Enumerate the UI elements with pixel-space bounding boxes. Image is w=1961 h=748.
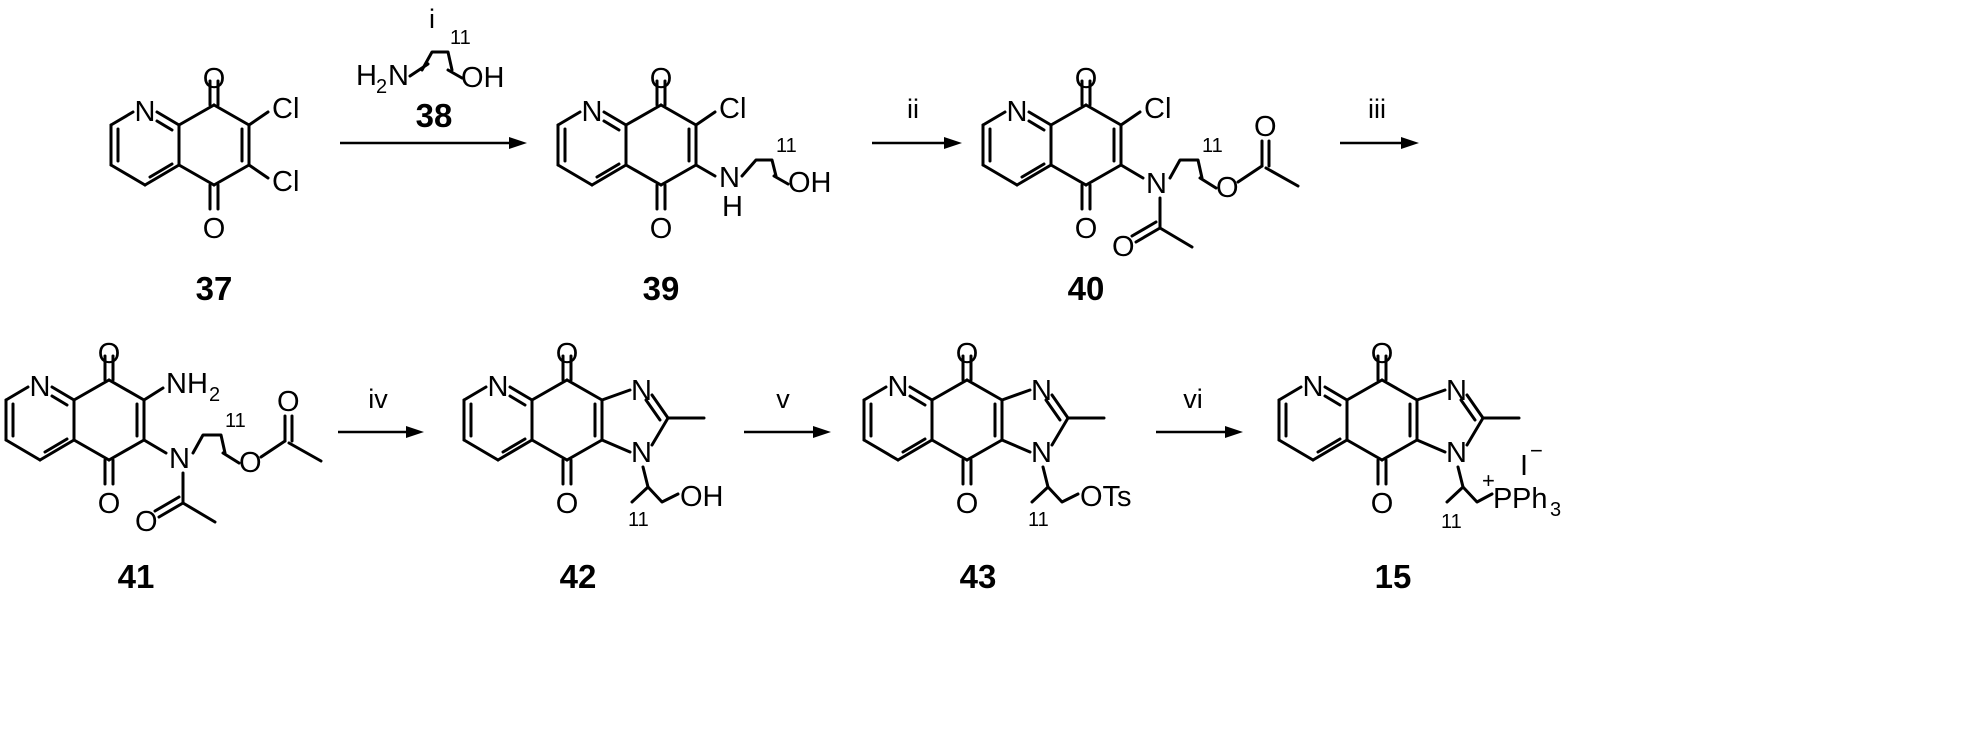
compound-label: 43 — [960, 558, 997, 595]
atom-n: N — [488, 371, 509, 403]
atom-n: N — [582, 96, 603, 128]
step-numeral: v — [776, 384, 790, 414]
atom-cl: Cl — [1144, 93, 1171, 125]
step-numeral: iv — [368, 384, 388, 414]
atom-ots: OTs — [1080, 481, 1132, 513]
atom-n: N — [1007, 96, 1028, 128]
atom-oh: OH — [461, 62, 505, 94]
chain-count: 11 — [225, 410, 246, 432]
atom-cl: Cl — [719, 93, 746, 125]
compound-label: 42 — [560, 558, 597, 595]
atom-o: O — [556, 488, 579, 520]
atom-n: N — [1031, 437, 1052, 469]
compound-label: 37 — [196, 270, 233, 307]
compound-40: N O O Cl N O 11 O O 40 — [981, 63, 1300, 307]
atom-n: N — [719, 162, 740, 194]
step-numeral: i — [429, 4, 435, 34]
atom-n: N — [30, 371, 51, 403]
reaction-arrow-step-4: iv — [338, 384, 424, 438]
atom-cl: Cl — [272, 93, 299, 125]
atom-n: N — [169, 443, 190, 475]
reagent-label: 38 — [416, 97, 453, 134]
atom-o: O — [556, 338, 579, 370]
compound-37: N O O Cl Cl 37 — [109, 63, 299, 307]
iodide: I — [1520, 450, 1528, 482]
step-numeral: iii — [1368, 94, 1386, 124]
atom-o: O — [239, 447, 262, 479]
compound-15: N O O N N 11 + P Ph 3 I − 15 — [1277, 338, 1561, 595]
atom-subscript: 3 — [1550, 499, 1561, 521]
compound-label: 15 — [1375, 558, 1412, 595]
atom-cl: Cl — [272, 166, 299, 198]
atom-o: O — [98, 338, 121, 370]
charge-plus: + — [1482, 468, 1495, 493]
atom-oh: OH — [680, 481, 724, 513]
reaction-arrow-step-1: i — [340, 4, 527, 149]
atom-o: O — [956, 338, 979, 370]
chain-count: 11 — [776, 135, 797, 157]
reaction-arrow-step-6: vi — [1156, 384, 1243, 438]
atom-subscript: 2 — [376, 76, 387, 98]
atom-ph: Ph — [1512, 483, 1547, 515]
compound-41: N O O NH 2 N O 11 O O 41 — [4, 338, 323, 595]
atom-n: N — [1446, 437, 1467, 469]
atom-o: O — [1371, 488, 1394, 520]
atom-o: O — [203, 213, 226, 245]
atom-h: H — [722, 191, 743, 223]
reagent-38: H 2 N 11 OH 38 — [356, 27, 505, 134]
atom-o: O — [277, 386, 300, 418]
atom-subscript: 2 — [209, 384, 220, 406]
atom-n: N — [388, 60, 409, 92]
atom-o: O — [650, 63, 673, 95]
chain-count: 11 — [1202, 135, 1223, 157]
compound-42: N O O N N 11 OH 42 — [462, 338, 724, 595]
chain-count: 11 — [1028, 509, 1049, 531]
atom-oh: OH — [788, 167, 832, 199]
reaction-arrow-step-3: iii — [1340, 94, 1419, 149]
step-numeral: vi — [1183, 384, 1203, 414]
chain-count: 11 — [450, 27, 471, 49]
atom-n: N — [888, 371, 909, 403]
atom-o: O — [1254, 111, 1277, 143]
atom-o: O — [203, 63, 226, 95]
atom-n: N — [1303, 371, 1324, 403]
atom-nh: NH — [166, 368, 208, 400]
chain-count: 11 — [628, 509, 649, 531]
atom-o: O — [1216, 172, 1239, 204]
chain-count: 11 — [1441, 511, 1462, 533]
compound-label: 39 — [643, 270, 680, 307]
atom-o: O — [1075, 63, 1098, 95]
atom-o: O — [650, 213, 673, 245]
atom-h: H — [356, 60, 377, 92]
atom-o: O — [135, 506, 158, 538]
atom-n: N — [135, 96, 156, 128]
atom-n: N — [631, 437, 652, 469]
compound-39: N O O Cl N H 11 OH 39 — [556, 63, 832, 307]
compound-label: 40 — [1068, 270, 1105, 307]
atom-o: O — [1371, 338, 1394, 370]
atom-o: O — [1112, 231, 1135, 263]
atom-o: O — [1075, 213, 1098, 245]
atom-n: N — [1146, 168, 1167, 200]
reaction-arrow-step-2: ii — [872, 94, 962, 149]
compound-label: 41 — [118, 558, 155, 595]
step-numeral: ii — [907, 94, 919, 124]
atom-p: P — [1493, 483, 1512, 515]
charge-minus: − — [1530, 438, 1543, 463]
reaction-arrow-step-5: v — [744, 384, 831, 438]
compound-43: N O O N N 11 OTs 43 — [862, 338, 1132, 595]
atom-o: O — [98, 488, 121, 520]
atom-o: O — [956, 488, 979, 520]
